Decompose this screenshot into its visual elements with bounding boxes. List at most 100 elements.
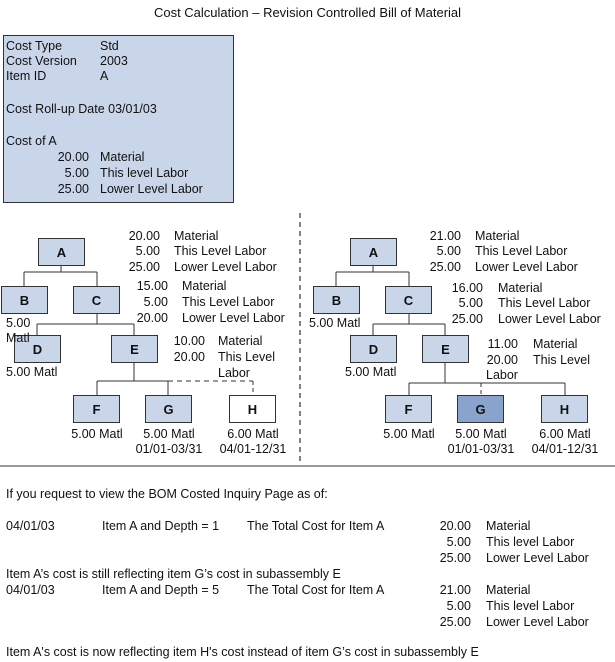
- cost-of-label: Cost of A: [6, 134, 57, 148]
- query1-amount: 20.00: [439, 519, 471, 533]
- query1-label: This level Labor: [486, 535, 575, 549]
- left-node-h: H: [229, 395, 276, 423]
- right-tree-lines: [335, 266, 566, 395]
- right-h-cost: 6.00 Matl: [539, 427, 591, 441]
- info-label: Cost Version: [6, 54, 77, 68]
- left-node-e: E: [111, 335, 158, 363]
- left-e-amount: 20.00: [173, 350, 205, 364]
- query2-label: Lower Level Labor: [486, 615, 589, 629]
- note-1: Item A’s cost is still reflecting item G…: [6, 567, 341, 581]
- right-g-date: 01/01-03/31: [447, 442, 515, 456]
- left-c-label: Material: [182, 279, 227, 293]
- left-node-f: F: [73, 395, 120, 423]
- right-c-amount: 16.00: [451, 281, 483, 295]
- left-node-c: C: [73, 286, 120, 314]
- left-node-g: G: [145, 395, 192, 423]
- left-b-cost: 5.00: [6, 316, 31, 330]
- query2-amount: 5.00: [446, 599, 471, 613]
- left-a-label: This Level Labor: [174, 244, 267, 258]
- right-b-cost: 5.00 Matl: [309, 316, 361, 330]
- page-title: Cost Calculation – Revision Controlled B…: [153, 5, 462, 20]
- right-node-g: G: [457, 395, 504, 423]
- right-e-label-cont: Labor: [486, 368, 518, 382]
- right-c-label: This Level Labor: [498, 296, 591, 310]
- right-c-amount: 25.00: [451, 312, 483, 326]
- right-a-amount: 5.00: [436, 244, 461, 258]
- left-a-label: Lower Level Labor: [174, 260, 277, 274]
- info-value: A: [100, 69, 109, 83]
- left-g-cost: 5.00 Matl: [143, 427, 195, 441]
- cost-amount: 5.00: [64, 166, 89, 180]
- note-2: Item A's cost is now reflecting item H's…: [6, 645, 479, 659]
- right-node-f: F: [385, 395, 432, 423]
- left-f-cost: 5.00 Matl: [71, 427, 123, 441]
- left-d-cost: 5.00 Matl: [6, 365, 58, 379]
- left-c-label: Lower Level Labor: [182, 311, 285, 325]
- right-c-label: Lower Level Labor: [498, 312, 601, 326]
- right-a-label: This Level Labor: [475, 244, 568, 258]
- right-node-a: A: [350, 238, 397, 266]
- query1-label: Lower Level Labor: [486, 551, 589, 565]
- info-value: Std: [100, 39, 119, 53]
- cost-label: Lower Level Labor: [100, 182, 203, 196]
- left-node-a: A: [38, 238, 85, 266]
- right-a-label: Material: [475, 229, 520, 243]
- left-b-cost-unit: Matl: [6, 331, 30, 345]
- right-e-label: This Level: [533, 353, 590, 367]
- left-a-amount: 5.00: [135, 244, 160, 258]
- left-node-d: D: [14, 335, 61, 363]
- query2-amount: 21.00: [439, 583, 471, 597]
- query1-amount: 5.00: [446, 535, 471, 549]
- left-h-date: 04/01-12/31: [219, 442, 287, 456]
- left-e-amount: 10.00: [173, 334, 205, 348]
- right-e-amount: 20.00: [486, 353, 518, 367]
- left-c-label: This Level Labor: [182, 295, 275, 309]
- right-a-amount: 25.00: [429, 260, 461, 274]
- inquiry-intro: If you request to view the BOM Costed In…: [6, 487, 328, 501]
- left-c-amount: 5.00: [143, 295, 168, 309]
- query1-total: The Total Cost for Item A: [247, 519, 385, 533]
- rollup-date: Cost Roll-up Date 03/01/03: [6, 102, 157, 116]
- query2-label: This level Labor: [486, 599, 575, 613]
- left-e-label-cont: Labor: [218, 366, 250, 380]
- info-label: Cost Type: [6, 39, 63, 53]
- cost-label: This level Labor: [100, 166, 189, 180]
- right-node-h: H: [541, 395, 588, 423]
- right-a-amount: 21.00: [429, 229, 461, 243]
- cost-amount: 25.00: [57, 182, 89, 196]
- right-e-amount: 11.00: [487, 337, 518, 351]
- left-e-label: Material: [218, 334, 263, 348]
- left-tree-lines: [23, 266, 254, 395]
- query2-amount: 25.00: [439, 615, 471, 629]
- query2-total: The Total Cost for Item A: [247, 583, 385, 597]
- query1-date: 04/01/03: [6, 519, 55, 533]
- query2-date: 04/01/03: [6, 583, 55, 597]
- right-node-e: E: [422, 335, 469, 363]
- right-c-label: Material: [498, 281, 543, 295]
- left-a-amount: 20.00: [128, 229, 160, 243]
- left-a-amount: 25.00: [128, 260, 160, 274]
- cost-label: Material: [100, 150, 145, 164]
- cost-amount: 20.00: [57, 150, 89, 164]
- right-node-c: C: [385, 286, 432, 314]
- left-h-cost: 6.00 Matl: [227, 427, 279, 441]
- query1-item: Item A and Depth = 1: [102, 519, 220, 533]
- right-g-cost: 5.00 Matl: [455, 427, 507, 441]
- right-f-cost: 5.00 Matl: [383, 427, 435, 441]
- right-a-label: Lower Level Labor: [475, 260, 578, 274]
- right-e-label: Material: [533, 337, 578, 351]
- query1-amount: 25.00: [439, 551, 471, 565]
- right-c-amount: 5.00: [458, 296, 483, 310]
- right-h-date: 04/01-12/31: [531, 442, 599, 456]
- left-c-amount: 20.00: [136, 311, 168, 325]
- right-d-cost: 5.00 Matl: [345, 365, 397, 379]
- query2-item: Item A and Depth = 5: [102, 583, 220, 597]
- left-c-amount: 15.00: [136, 279, 168, 293]
- left-e-label: This Level: [218, 350, 275, 364]
- cost-info-box: Cost Type Std Cost Version 2003 Item ID …: [3, 35, 234, 203]
- query2-label: Material: [486, 583, 531, 597]
- left-a-label: Material: [174, 229, 219, 243]
- right-node-b: B: [313, 286, 360, 314]
- info-value: 2003: [100, 54, 128, 68]
- info-label: Item ID: [6, 69, 47, 83]
